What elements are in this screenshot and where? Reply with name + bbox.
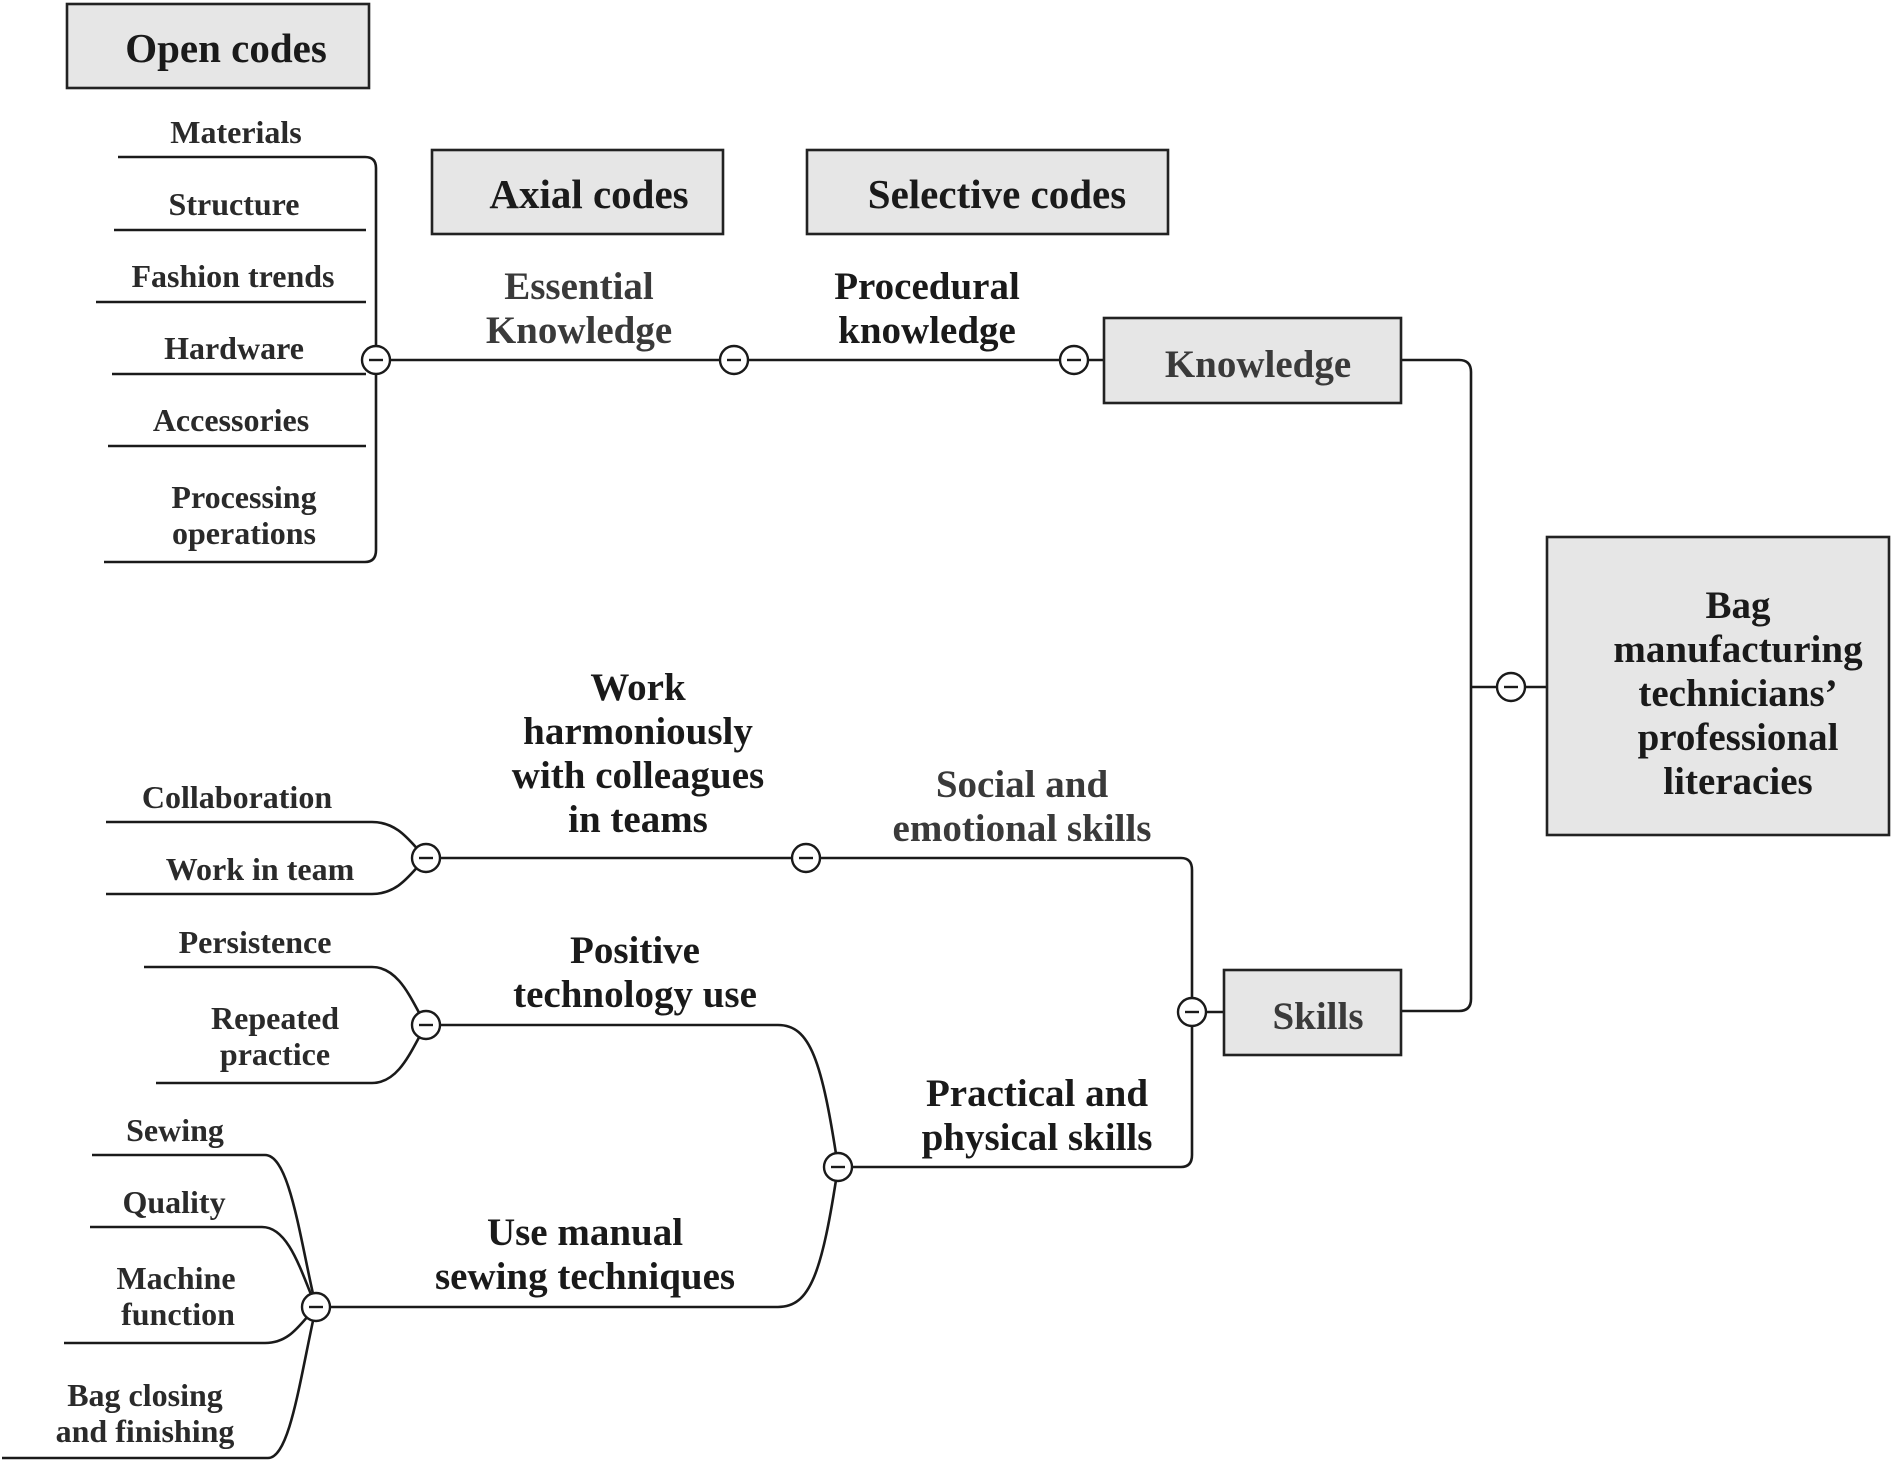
skills-collapse-node[interactable]: [1176, 996, 1208, 1028]
svg-text:technicians’: technicians’: [1638, 672, 1837, 715]
svg-text:manufacturing: manufacturing: [1613, 628, 1863, 671]
materials-label: Materials: [170, 114, 302, 150]
repeated-practice-label-1: Repeated: [211, 1000, 339, 1036]
technology-line: [426, 1023, 840, 1168]
work-harmoniously-label-3: with colleagues: [512, 754, 764, 797]
essential-knowledge-label-2: Knowledge: [486, 309, 672, 352]
axial-codes-header: Axial codes: [430, 148, 725, 236]
manual-line: [316, 1166, 840, 1309]
svg-text:Axial codes: Axial codes: [489, 171, 688, 217]
svg-text:Selective codes: Selective codes: [868, 171, 1126, 217]
structure-label: Structure: [169, 186, 300, 222]
collaboration-label: Collaboration: [142, 779, 332, 815]
bag-closing-line: [2, 1306, 318, 1460]
persistence-label: Persistence: [179, 924, 332, 960]
fashion-trends-label: Fashion trends: [131, 258, 334, 294]
work-harmoniously-label-1: Work: [590, 666, 686, 709]
sewing-line: [92, 1153, 318, 1308]
svg-text:professional: professional: [1638, 716, 1839, 759]
root-collapse-node[interactable]: [1495, 671, 1527, 703]
positive-technology-label-1: Positive: [570, 929, 700, 972]
knowledge-box: Knowledge: [1102, 316, 1403, 405]
practical-physical-label-2: physical skills: [922, 1116, 1153, 1159]
essential-knowledge-label-1: Essential: [504, 265, 654, 308]
sewing-label: Sewing: [126, 1112, 224, 1148]
svg-text:Skills: Skills: [1272, 995, 1363, 1038]
selective-codes-header: Selective codes: [805, 148, 1170, 236]
processing-operations-label-2: operations: [172, 515, 316, 551]
work-harmoniously-label-2: harmoniously: [523, 710, 753, 753]
root-bracket: [1400, 358, 1473, 1013]
repeated-practice-label-2: practice: [220, 1036, 330, 1072]
procedural-knowledge-label-1: Procedural: [834, 265, 1020, 308]
bag-closing-label-2: and finishing: [56, 1413, 235, 1449]
skills-box: Skills: [1222, 968, 1403, 1057]
machine-function-label-2: function: [121, 1296, 235, 1332]
machine-function-label-1: Machine: [116, 1260, 235, 1296]
social-open-collapse-node[interactable]: [410, 842, 442, 874]
quality-label: Quality: [122, 1184, 225, 1220]
essential-knowledge-collapse-node[interactable]: [718, 344, 750, 376]
technology-open-collapse-node[interactable]: [410, 1009, 442, 1041]
practical-physical-label-1: Practical and: [926, 1072, 1148, 1115]
knowledge-open-collapse-node[interactable]: [360, 344, 392, 376]
positive-technology-label-2: technology use: [513, 973, 757, 1016]
svg-text:Knowledge: Knowledge: [1165, 343, 1351, 386]
bag-closing-label-1: Bag closing: [67, 1377, 223, 1413]
manual-open-collapse-node[interactable]: [300, 1291, 332, 1323]
processing-operations-label-1: Processing: [171, 479, 316, 515]
use-manual-label-2: sewing techniques: [435, 1255, 735, 1298]
social-emotional-label-1: Social and: [936, 763, 1109, 806]
work-in-team-label: Work in team: [166, 851, 355, 887]
root-box: Bag manufacturing technicians’ professio…: [1545, 535, 1891, 837]
collapse-nodes: [300, 344, 1527, 1323]
open-codes-header: Open codes: [65, 2, 371, 90]
svg-text:literacies: literacies: [1663, 760, 1812, 803]
work-harmoniously-collapse-node[interactable]: [790, 842, 822, 874]
svg-text:Bag: Bag: [1705, 584, 1771, 627]
use-manual-label-1: Use manual: [487, 1211, 683, 1254]
procedural-knowledge-label-2: knowledge: [838, 309, 1016, 352]
practical-collapse-node[interactable]: [822, 1151, 854, 1183]
hardware-label: Hardware: [164, 330, 304, 366]
work-harmoniously-label-4: in teams: [568, 798, 708, 841]
svg-text:Open codes: Open codes: [125, 25, 327, 71]
quality-line: [90, 1225, 318, 1308]
social-emotional-label-2: emotional skills: [893, 807, 1152, 850]
procedural-knowledge-collapse-node[interactable]: [1058, 344, 1090, 376]
accessories-label: Accessories: [153, 402, 309, 438]
